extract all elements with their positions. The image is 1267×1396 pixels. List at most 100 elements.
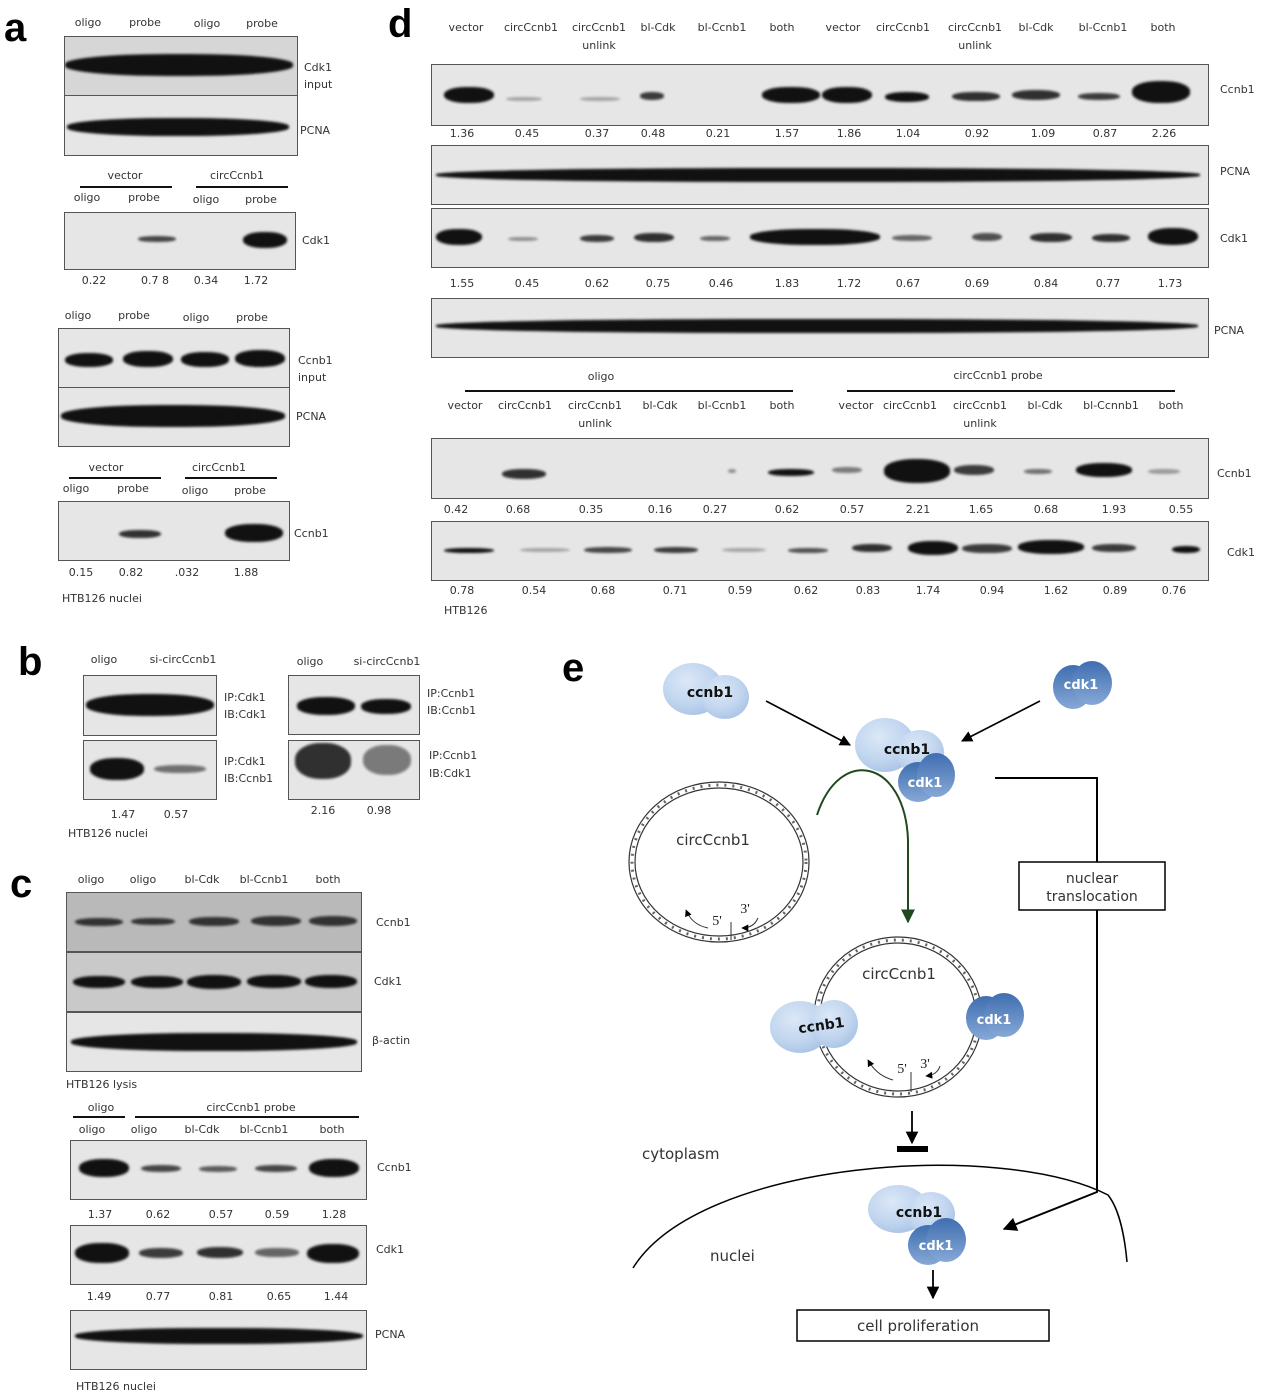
lane-label: probe <box>245 193 277 206</box>
band <box>436 168 1200 182</box>
lane-label: bl-Cdk <box>640 21 676 34</box>
quant-value: 0.21 <box>705 127 731 140</box>
lane-label: circCcnb1 <box>497 399 553 412</box>
lane-label: circCcnb1 <box>882 399 938 412</box>
blot-d-ccnb1 <box>431 64 1209 126</box>
lane-label: probe <box>234 484 266 497</box>
band <box>295 743 351 779</box>
band <box>1092 234 1130 242</box>
band <box>728 469 736 473</box>
band <box>251 916 301 926</box>
band <box>1012 90 1060 100</box>
row-label: Ccnb1 <box>1220 83 1255 96</box>
ccnb1-label: ccnb1 <box>797 1015 845 1037</box>
quant-value: 0.54 <box>521 584 547 597</box>
band <box>181 352 229 367</box>
quant-value: 0.45 <box>514 277 540 290</box>
blot-c-beta-actin <box>66 1012 362 1072</box>
band <box>138 236 176 242</box>
lane-label: both <box>315 873 341 886</box>
band <box>235 350 285 367</box>
quant-value: 0.87 <box>1092 127 1118 140</box>
band <box>119 530 161 538</box>
blot-b-ip-cdk1-ib-cdk1 <box>83 675 217 736</box>
band <box>954 465 994 475</box>
quant-value: 1.04 <box>895 127 921 140</box>
lane-label: bl-Cdk <box>184 1123 220 1136</box>
binding-arrow <box>765 700 851 746</box>
lane-label: probe <box>129 16 161 29</box>
quant-value: 0.84 <box>1033 277 1059 290</box>
band <box>444 548 494 553</box>
inhibition-bar <box>897 1146 928 1152</box>
group-bar <box>80 186 172 188</box>
row-label: PCNA <box>296 410 327 423</box>
five-prime-label: 5' <box>712 914 722 929</box>
blot-b-ip-ccnb1-ib-ccnb1 <box>288 675 420 735</box>
row-label: Ccnb1 <box>1217 467 1252 480</box>
band <box>952 92 1000 101</box>
row-label: PCNA <box>1214 324 1245 337</box>
row-label: PCNA <box>1220 165 1251 178</box>
band <box>199 1166 237 1172</box>
five-prime-label: 5' <box>897 1062 907 1077</box>
band <box>436 229 482 245</box>
band <box>1148 469 1180 474</box>
quant-value: 0.57 <box>839 503 865 516</box>
row-label: Ccnb1 <box>298 354 333 367</box>
quant-value: 0.48 <box>640 127 666 140</box>
translocation-line <box>995 777 1098 862</box>
band <box>508 237 538 241</box>
group-bar <box>847 390 1175 392</box>
quant-value: 2.16 <box>310 804 336 817</box>
band <box>506 97 542 101</box>
band <box>700 236 730 241</box>
lane-label: oligo <box>296 655 324 668</box>
band <box>972 233 1002 241</box>
ib-label: IB:Ccnb1 <box>224 772 274 785</box>
three-prime-label: 3' <box>740 902 750 917</box>
lane-label: bl-Ccnb1 <box>1078 21 1128 34</box>
band <box>502 469 546 479</box>
ccnb1-label: ccnb1 <box>884 742 930 758</box>
quant-value: .032 <box>174 566 200 579</box>
quant-value: 0.62 <box>584 277 610 290</box>
band <box>1078 93 1120 100</box>
cdk1-label: cdk1 <box>908 776 943 791</box>
lane-label: circCcnb1 <box>503 21 559 34</box>
quant-value: 0.81 <box>208 1290 234 1303</box>
band <box>75 1243 129 1263</box>
band <box>580 97 620 101</box>
panel-label-d: d <box>388 2 413 46</box>
quant-value: 0.94 <box>979 584 1005 597</box>
quant-value: 0.68 <box>505 503 531 516</box>
band <box>123 351 173 367</box>
quant-value: 0.76 <box>1161 584 1187 597</box>
group-bar <box>135 1116 359 1118</box>
ccnb1-label: ccnb1 <box>896 1205 942 1221</box>
ip-label: IP:Cdk1 <box>224 755 266 768</box>
band <box>1132 81 1190 103</box>
quant-value: 0.68 <box>1033 503 1059 516</box>
quant-value: 1.83 <box>774 277 800 290</box>
band <box>79 1159 129 1177</box>
row-label: Ccnb1 <box>377 1161 412 1174</box>
ib-label: IB:Ccnb1 <box>427 704 477 717</box>
quant-value: 0.7 8 <box>141 274 169 287</box>
lane-label: bl-Cdk <box>642 399 678 412</box>
band <box>580 235 614 242</box>
band <box>884 459 950 483</box>
band <box>363 745 411 775</box>
lane-label: oligo <box>193 17 221 30</box>
blot-c-nuclei-ccnb1 <box>70 1140 367 1200</box>
band <box>436 319 1198 333</box>
band <box>908 541 958 555</box>
quant-value: 1.72 <box>243 274 269 287</box>
lane-label: bl-Ccnb1 <box>239 873 289 886</box>
direction-arrow <box>867 1059 894 1081</box>
quant-value: 0.75 <box>645 277 671 290</box>
ccnb1-protein: ccnb1 <box>663 663 749 719</box>
band <box>131 976 183 988</box>
lane-label: bl-Cdk <box>1027 399 1063 412</box>
